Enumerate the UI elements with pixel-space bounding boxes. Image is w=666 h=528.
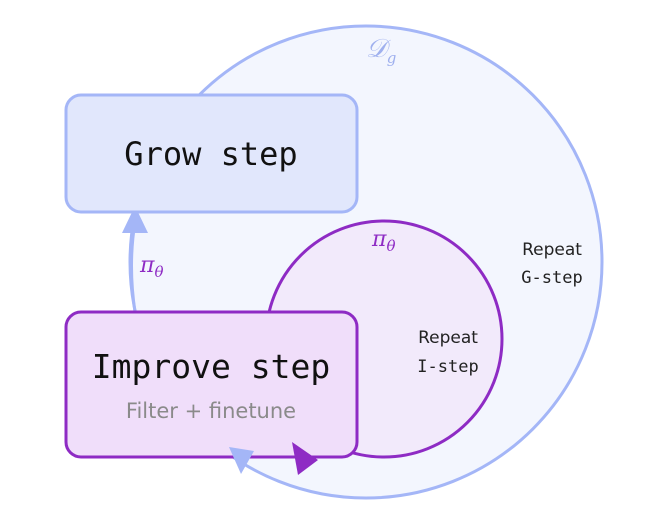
repeat-g-step-line1: Repeat xyxy=(522,240,582,260)
inner-loop-arrowhead-icon xyxy=(292,442,318,475)
repeat-i-step-line1: Repeat xyxy=(418,328,478,348)
grow-step-title: Grow step xyxy=(124,135,297,173)
edge-policy-label: πθ xyxy=(139,253,164,281)
grow-step-box[interactable] xyxy=(64,93,359,214)
improve-step-title: Improve step xyxy=(92,347,330,386)
improve-step-box[interactable] xyxy=(64,310,359,459)
outer-loop-arrowhead-icon xyxy=(229,447,254,474)
improve-to-grow-arrowhead-icon xyxy=(122,206,148,233)
repeat-g-step-line2: G-step xyxy=(521,268,582,288)
inner-loop-policy-label: πθ xyxy=(371,227,396,255)
repeat-i-step-line2: I-step xyxy=(417,357,478,377)
improve-step-subtitle: Filter + finetune xyxy=(126,399,296,423)
